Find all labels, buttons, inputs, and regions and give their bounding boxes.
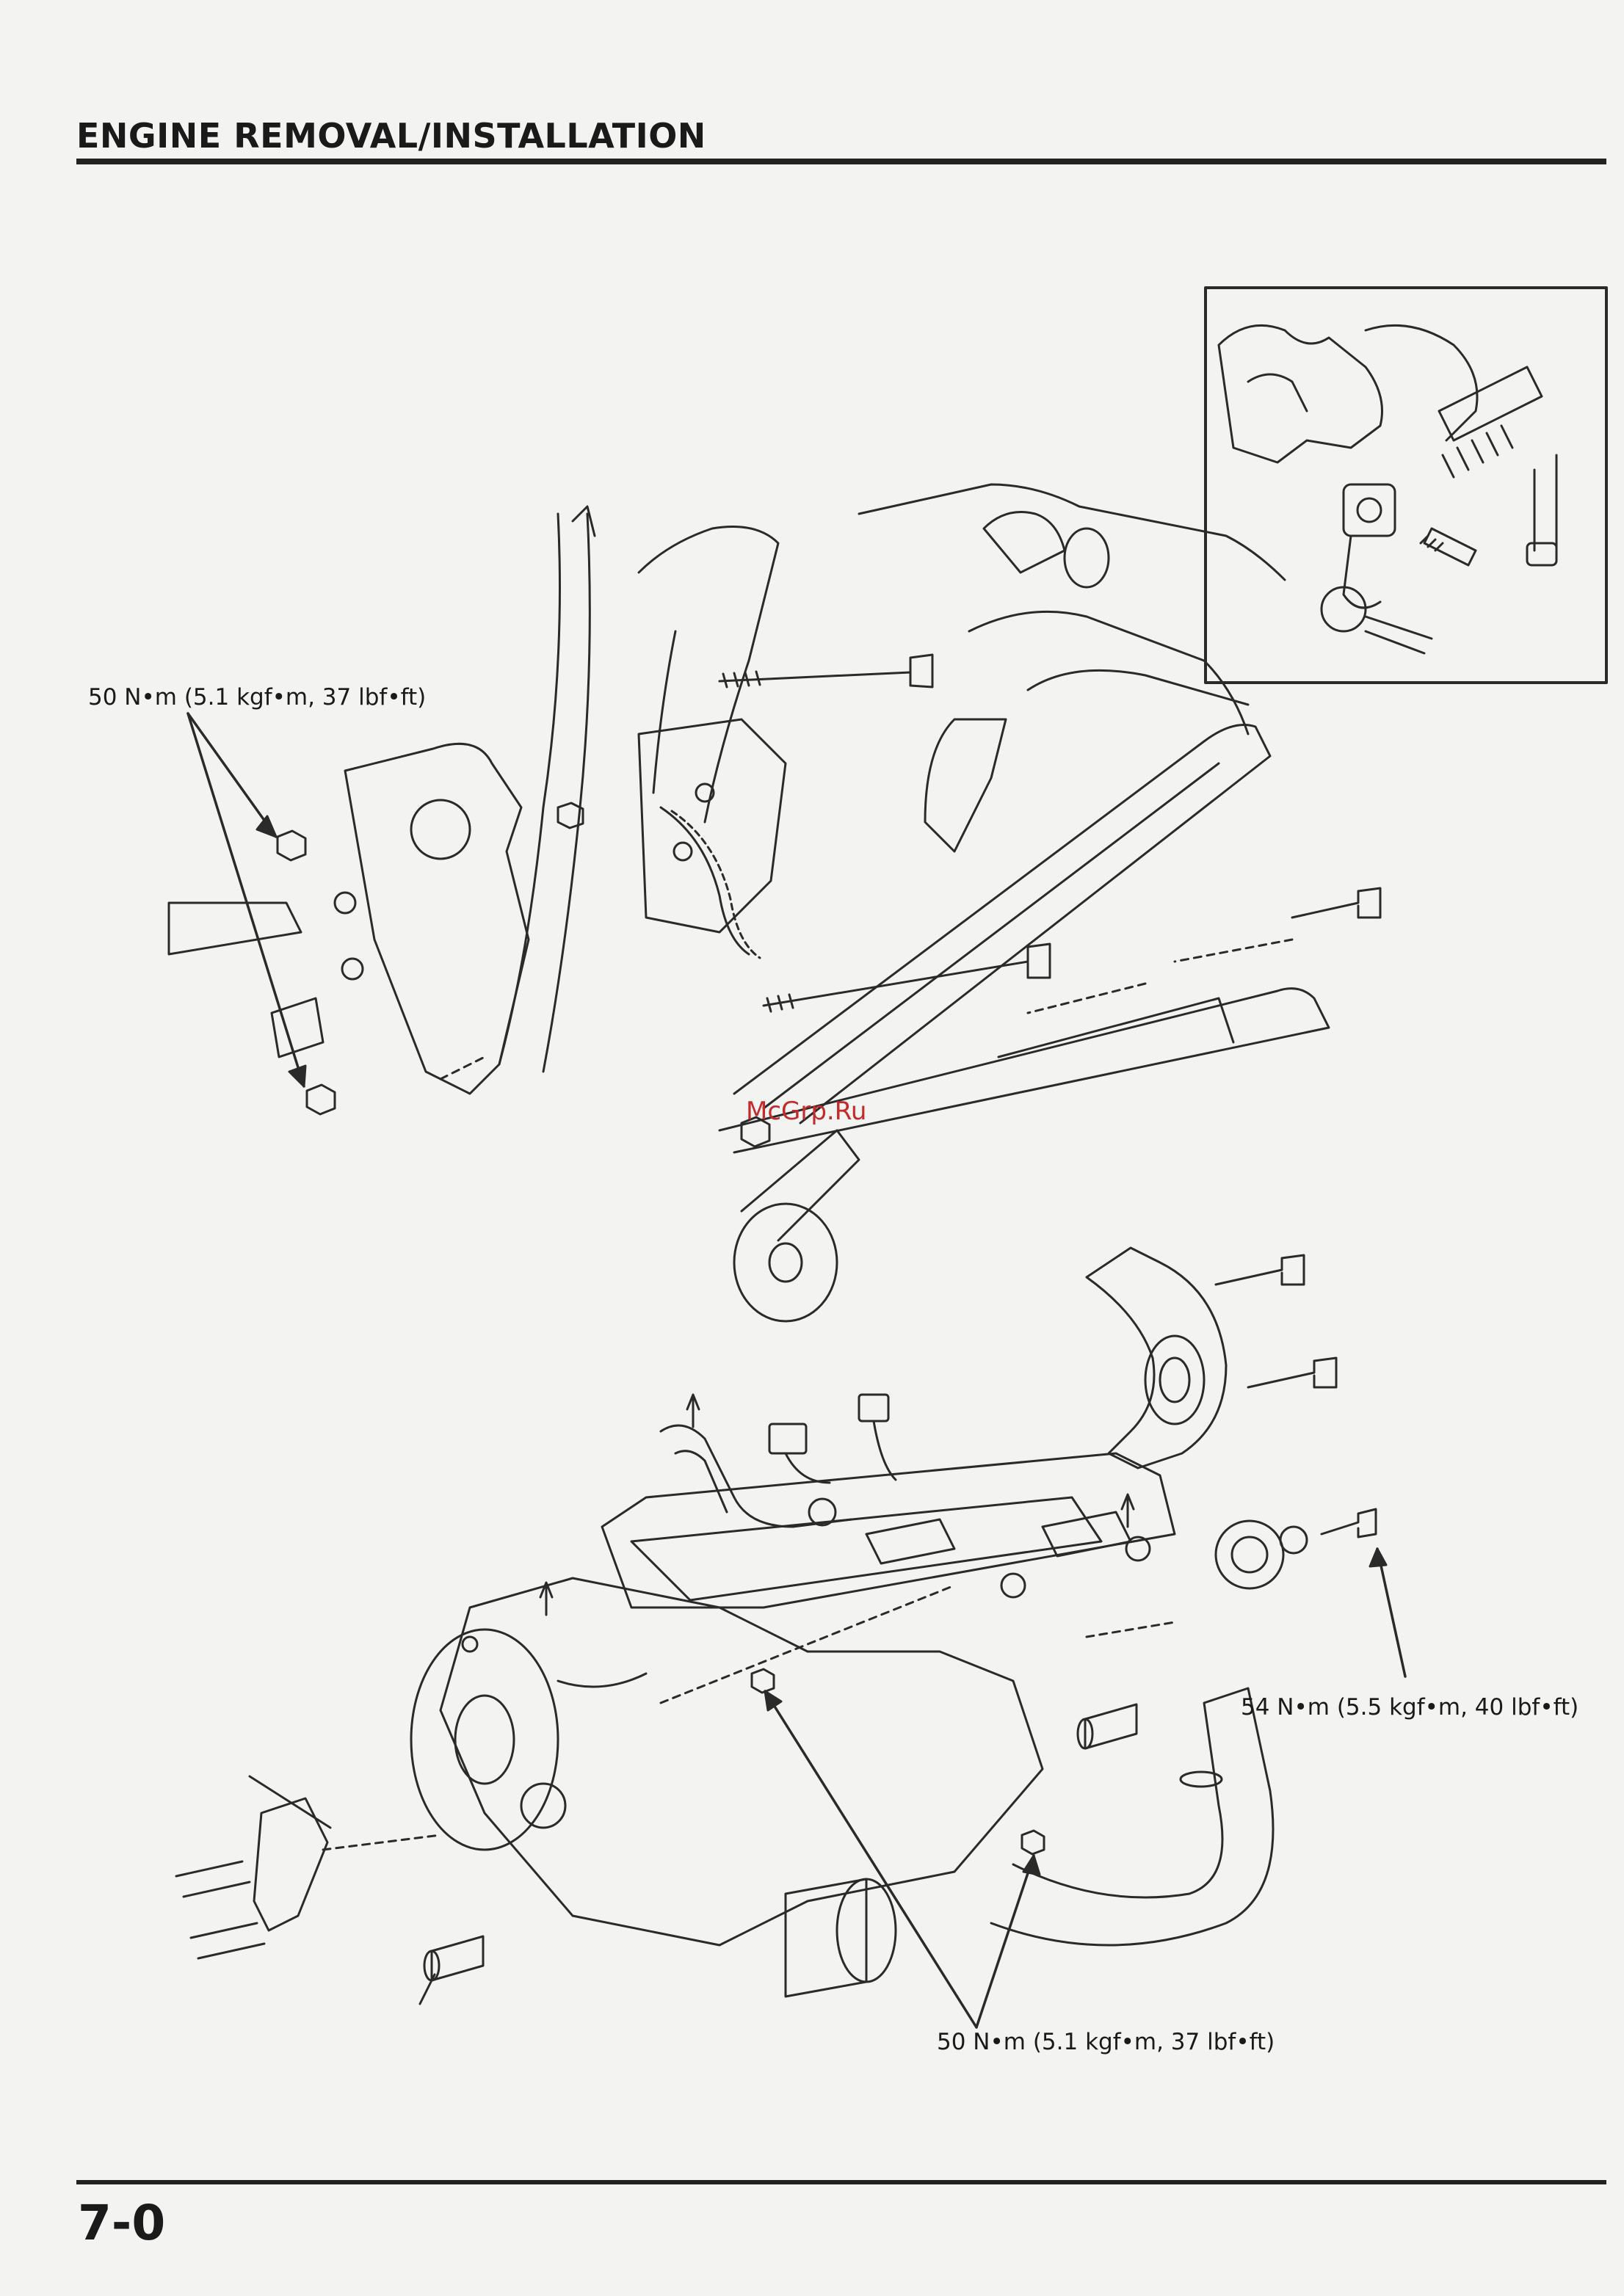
torque-spec-drive-sprocket: 54 N•m (5.5 kgf•m, 40 lbf•ft) bbox=[1241, 1694, 1578, 1721]
frame-hanger-illustration bbox=[169, 484, 1380, 1321]
footer-rule bbox=[76, 2180, 1606, 2184]
torque-spec-upper-hanger: 50 N•m (5.1 kgf•m, 37 lbf•ft) bbox=[88, 684, 426, 711]
inset-detail-shift-linkage bbox=[1206, 288, 1606, 683]
engine-assembly-illustration bbox=[176, 1248, 1405, 2027]
torque-spec-lower-hanger: 50 N•m (5.1 kgf•m, 37 lbf•ft) bbox=[937, 2029, 1275, 2055]
watermark: McGrp.Ru bbox=[746, 1097, 866, 1126]
page-number: 7-0 bbox=[78, 2195, 165, 2251]
